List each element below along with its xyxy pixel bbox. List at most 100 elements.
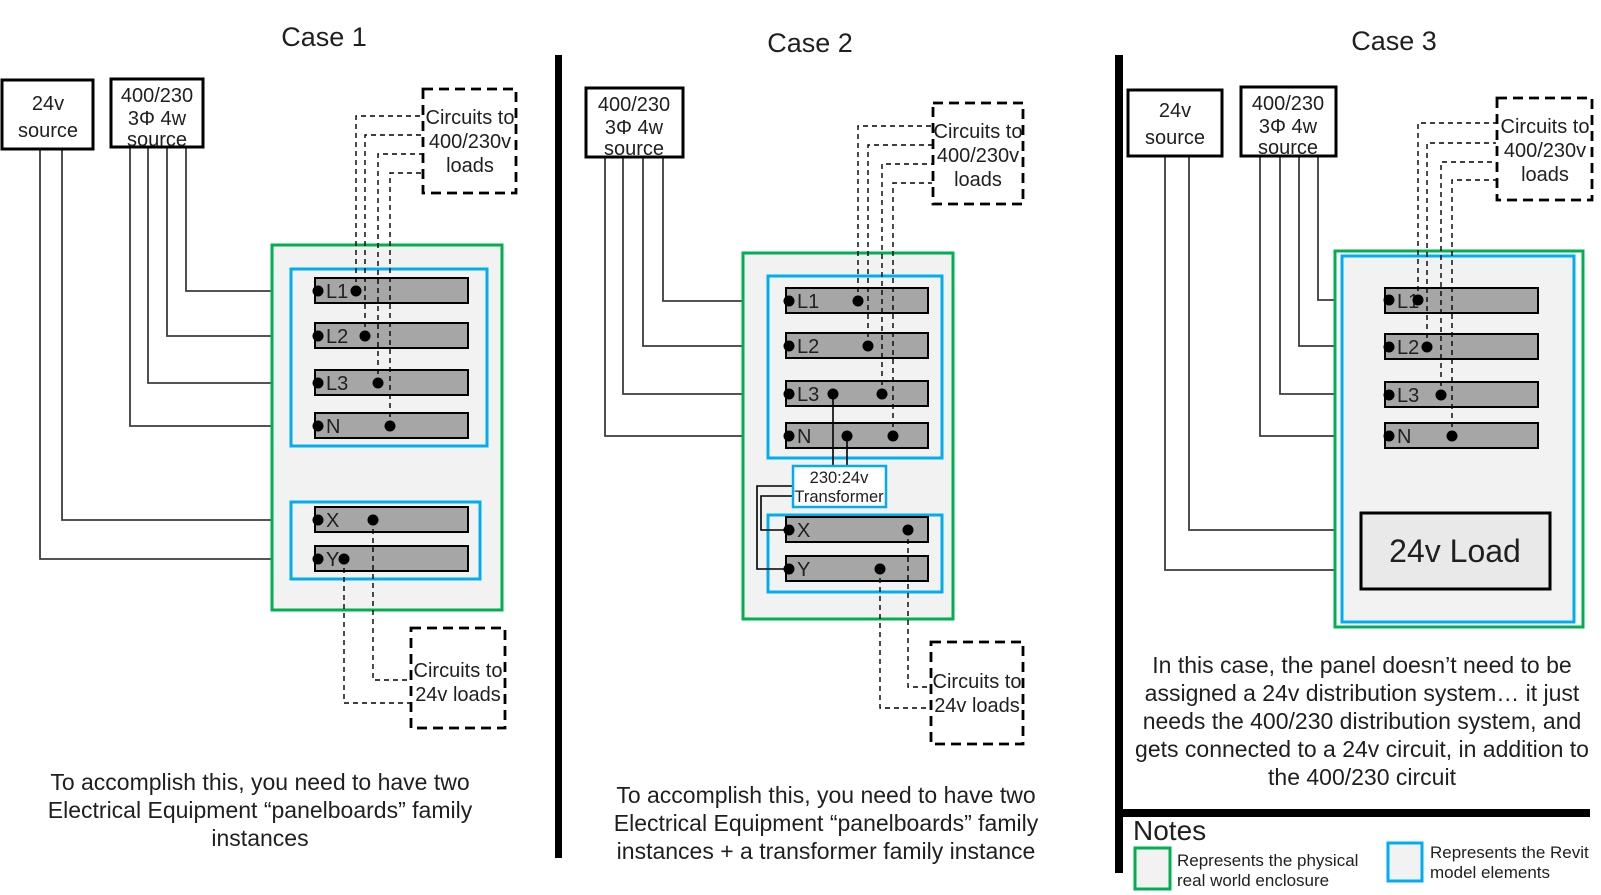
circuits-label: Circuits to bbox=[934, 121, 1023, 143]
source-label: source bbox=[604, 138, 664, 160]
case2-circuits-24v-box bbox=[929, 640, 1025, 746]
terminal-dot bbox=[783, 388, 795, 400]
dashed-wire bbox=[377, 153, 422, 383]
terminal-dot bbox=[312, 514, 324, 526]
dashed-wire bbox=[879, 569, 930, 709]
case3-bus-bars: L1 L2 L3 N bbox=[1384, 287, 1539, 449]
load-label: 24v Load bbox=[1389, 533, 1521, 569]
case1-circuit-wires bbox=[343, 115, 422, 704]
green-enclosure-swatch bbox=[1133, 846, 1172, 891]
circuits-label: loads bbox=[954, 169, 1002, 191]
terminal-dot bbox=[1383, 341, 1395, 353]
bus-bar bbox=[1384, 422, 1539, 449]
wire-segment bbox=[129, 147, 318, 427]
source-label: 400/230 bbox=[598, 94, 670, 116]
legend-text: real world enclosure bbox=[1177, 871, 1329, 890]
dashed-wire bbox=[355, 115, 422, 291]
circuits-label: loads bbox=[1521, 164, 1569, 186]
legend-text: Represents the Revit bbox=[1430, 843, 1589, 862]
case2-revit-panel-lower bbox=[766, 513, 944, 594]
case3-dots bbox=[1383, 294, 1458, 442]
bus-label: L2 bbox=[326, 326, 348, 348]
wire-segment bbox=[622, 157, 789, 395]
transformer-tap-dot bbox=[841, 430, 853, 442]
case1-caption: To accomplish this, you need to have two… bbox=[48, 769, 473, 851]
bus-label: N bbox=[797, 426, 811, 448]
bus-bar bbox=[314, 277, 469, 304]
case3-400v-source-box bbox=[1239, 85, 1338, 158]
wire-segment bbox=[604, 157, 789, 437]
bus-label: N bbox=[1397, 426, 1411, 448]
case2-circuits-400v-box bbox=[931, 101, 1025, 206]
caption-line: To accomplish this, you need to have two bbox=[616, 782, 1035, 808]
terminal-dot bbox=[312, 553, 324, 565]
circuits-label: Circuits to bbox=[414, 660, 503, 682]
bus-label: L2 bbox=[797, 336, 819, 358]
dashed-wire bbox=[857, 125, 932, 301]
terminal-dot bbox=[1383, 430, 1395, 442]
wire-segment bbox=[39, 149, 318, 560]
bus-label: Y bbox=[326, 549, 339, 571]
dividers bbox=[555, 55, 1590, 873]
source-label: source bbox=[1258, 137, 1318, 159]
case1-title: Case 1 bbox=[281, 22, 367, 52]
circuit-dot bbox=[367, 514, 379, 526]
bus-label: L3 bbox=[1397, 385, 1419, 407]
source-label: 400/230 bbox=[1252, 93, 1324, 115]
bus-bar bbox=[1384, 381, 1539, 408]
case1-bus-bars: L1 L2 L3 N X Y bbox=[314, 277, 469, 572]
wire-segment bbox=[642, 157, 789, 347]
case1-revit-panel-lower bbox=[289, 500, 482, 581]
notes-divider bbox=[1115, 809, 1590, 817]
circuit-dot bbox=[350, 285, 362, 297]
case3-caption: In this case, the panel doesn’t need to … bbox=[1135, 652, 1589, 790]
terminal-dot bbox=[312, 420, 324, 432]
bus-label: X bbox=[326, 510, 339, 532]
case-2: Case 2 L1 L2 L3 N X Y bbox=[584, 28, 1039, 864]
case1-24v-source-box bbox=[0, 78, 95, 151]
terminal-dot bbox=[783, 563, 795, 575]
circuit-dot bbox=[876, 388, 888, 400]
legend-text: Represents the physical bbox=[1177, 851, 1358, 870]
terminal-dot bbox=[783, 340, 795, 352]
circuits-label: 400/230v bbox=[937, 145, 1019, 167]
bus-label: L3 bbox=[797, 384, 819, 406]
legend-text: model elements bbox=[1430, 863, 1550, 882]
terminal-dot bbox=[312, 330, 324, 342]
source-label: 24v bbox=[1159, 100, 1191, 122]
caption-line: instances bbox=[211, 825, 308, 851]
case2-caption: To accomplish this, you need to have two… bbox=[614, 782, 1039, 864]
dashed-wire bbox=[881, 163, 932, 394]
terminal-dot bbox=[1383, 294, 1395, 306]
caption-line: gets connected to a 24v circuit, in addi… bbox=[1135, 736, 1589, 762]
case3-24v-source-box bbox=[1126, 88, 1224, 158]
case1-dots bbox=[312, 285, 396, 565]
circuit-dot bbox=[1435, 389, 1447, 401]
caption-line: In this case, the panel doesn’t need to … bbox=[1152, 652, 1571, 678]
wire-segment bbox=[61, 149, 318, 521]
transformer-label: Transformer bbox=[794, 488, 884, 506]
case2-title: Case 2 bbox=[767, 28, 853, 58]
source-label: source bbox=[18, 120, 78, 142]
circuits-label: 400/230v bbox=[1504, 140, 1586, 162]
case2-revit-panel-upper bbox=[766, 274, 944, 460]
circuits-label: 400/230v bbox=[429, 131, 511, 153]
circuit-dot bbox=[1412, 294, 1424, 306]
circuits-label: Circuits to bbox=[1501, 116, 1590, 138]
case1-400v-source-box bbox=[109, 77, 205, 149]
case2-400v-source-box bbox=[584, 86, 685, 159]
caption-line: instances + a transformer family instanc… bbox=[617, 838, 1036, 864]
terminal-dot bbox=[312, 285, 324, 297]
circuit-dot bbox=[359, 330, 371, 342]
case2-wires bbox=[604, 157, 789, 437]
case1-wires bbox=[39, 147, 318, 560]
circuit-dot bbox=[902, 524, 914, 536]
notes-title: Notes bbox=[1133, 815, 1206, 846]
circuit-dot bbox=[874, 563, 886, 575]
dashed-wire bbox=[892, 182, 932, 436]
terminal-dot bbox=[1383, 389, 1395, 401]
circuit-dot bbox=[372, 377, 384, 389]
blue-revit-swatch bbox=[1386, 841, 1424, 883]
